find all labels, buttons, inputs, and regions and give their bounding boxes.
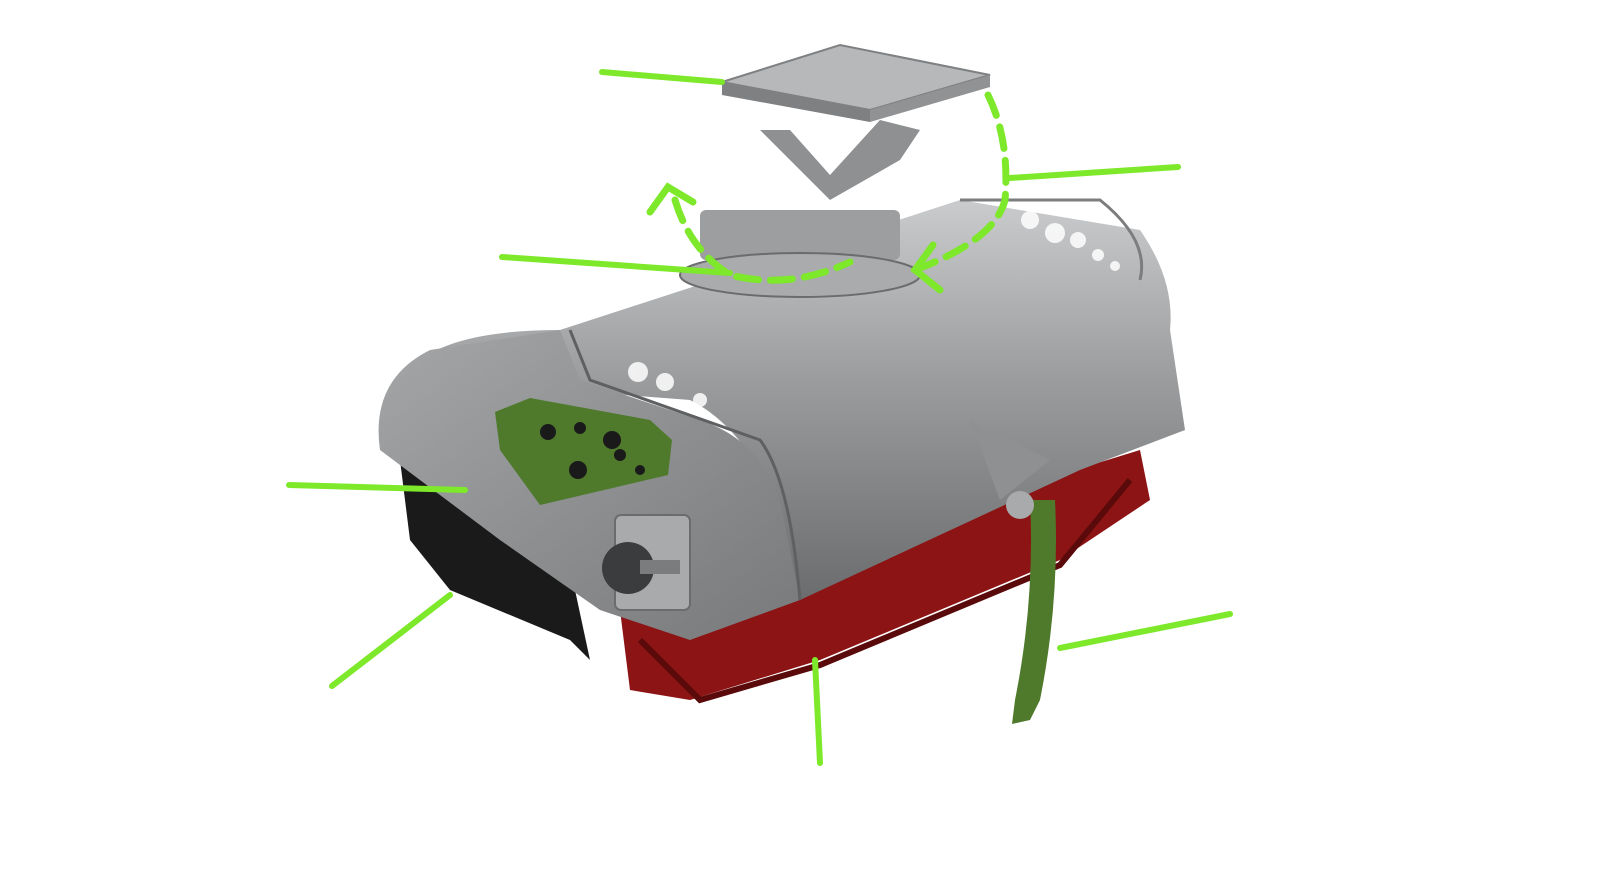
callout-lines — [286, 69, 1233, 766]
callout-line — [1057, 611, 1233, 651]
callout-line — [329, 592, 453, 689]
callout-line — [286, 482, 468, 493]
left-end-panel — [400, 460, 590, 660]
callout-line — [1007, 164, 1181, 181]
callout-line — [599, 69, 725, 85]
green-adjustment-leg — [1006, 491, 1056, 724]
callout-line — [499, 254, 733, 276]
callout-line — [812, 657, 823, 766]
hydraulic-motor — [602, 514, 691, 611]
end-plate-holes — [628, 211, 1120, 407]
green-side-bracket — [495, 398, 672, 505]
rotation-arrow-icon — [646, 91, 1010, 294]
top-mounting-plate — [679, 43, 991, 298]
